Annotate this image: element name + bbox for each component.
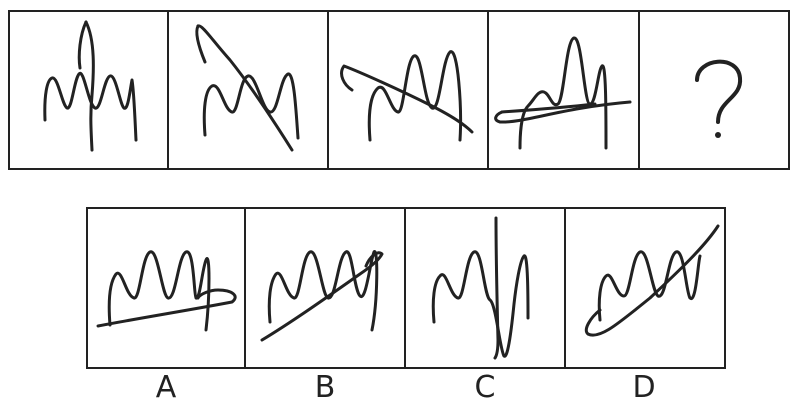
option-b-drawing (260, 250, 384, 342)
sequence-panel-3 (327, 10, 489, 170)
option-label-a[interactable]: A (155, 370, 177, 405)
question-mark-icon (695, 59, 743, 138)
option-label-d[interactable]: D (632, 370, 656, 405)
option-label-b[interactable]: B (314, 370, 336, 405)
option-d-drawing (584, 224, 720, 337)
figure-1-drawing (43, 20, 138, 152)
option-a-drawing (96, 250, 237, 332)
option-panel-a[interactable] (86, 207, 246, 369)
question-panel (638, 10, 790, 170)
option-panel-d[interactable] (564, 207, 726, 369)
figure-4-drawing (494, 36, 632, 150)
figure-3-drawing (340, 50, 474, 142)
option-panel-c[interactable] (404, 207, 566, 369)
figure-2-drawing (195, 24, 300, 152)
option-c-drawing (431, 216, 530, 360)
sequence-panel-2 (167, 10, 329, 170)
option-label-c[interactable]: C (474, 370, 496, 405)
